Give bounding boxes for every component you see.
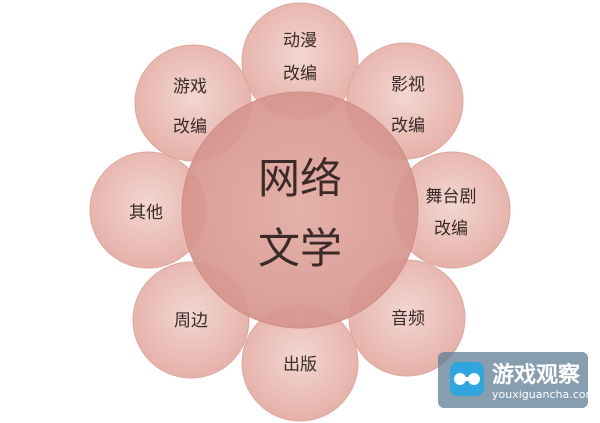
petal-film-line2: 改编 bbox=[391, 116, 425, 136]
petal-anime-line1: 动漫 bbox=[283, 31, 317, 51]
center-label-line2: 文学 bbox=[258, 224, 342, 273]
petal-drama-line1: 舞台剧 bbox=[426, 187, 477, 207]
petal-other-line1: 其他 bbox=[129, 203, 163, 223]
petal-merch-line1: 周边 bbox=[174, 311, 208, 331]
petal-game-line1: 游戏 bbox=[173, 77, 207, 97]
petal-anime-line2: 改编 bbox=[283, 64, 317, 84]
petal-publish-line1: 出版 bbox=[283, 355, 317, 375]
petal-drama-line2: 改编 bbox=[434, 219, 468, 239]
center-label-line1: 网络 bbox=[258, 154, 342, 203]
petal-film-line1: 影视 bbox=[391, 75, 425, 95]
center-circle bbox=[181, 91, 419, 329]
watermark-title: 游戏观察 bbox=[492, 362, 581, 388]
petal-audio-line1: 音频 bbox=[391, 309, 425, 329]
watermark-url: youxiguancha.com bbox=[492, 388, 596, 401]
watermark: 游戏观察 youxiguancha.com bbox=[438, 352, 596, 408]
petal-circles bbox=[89, 2, 511, 422]
petal-game-line2: 改编 bbox=[173, 117, 207, 137]
gamepad-icon bbox=[450, 362, 484, 396]
petal-labels: 动漫 改编 影视 改编 舞台剧 改编 音频 出版 周边 其他 游戏 改编 bbox=[129, 31, 477, 375]
